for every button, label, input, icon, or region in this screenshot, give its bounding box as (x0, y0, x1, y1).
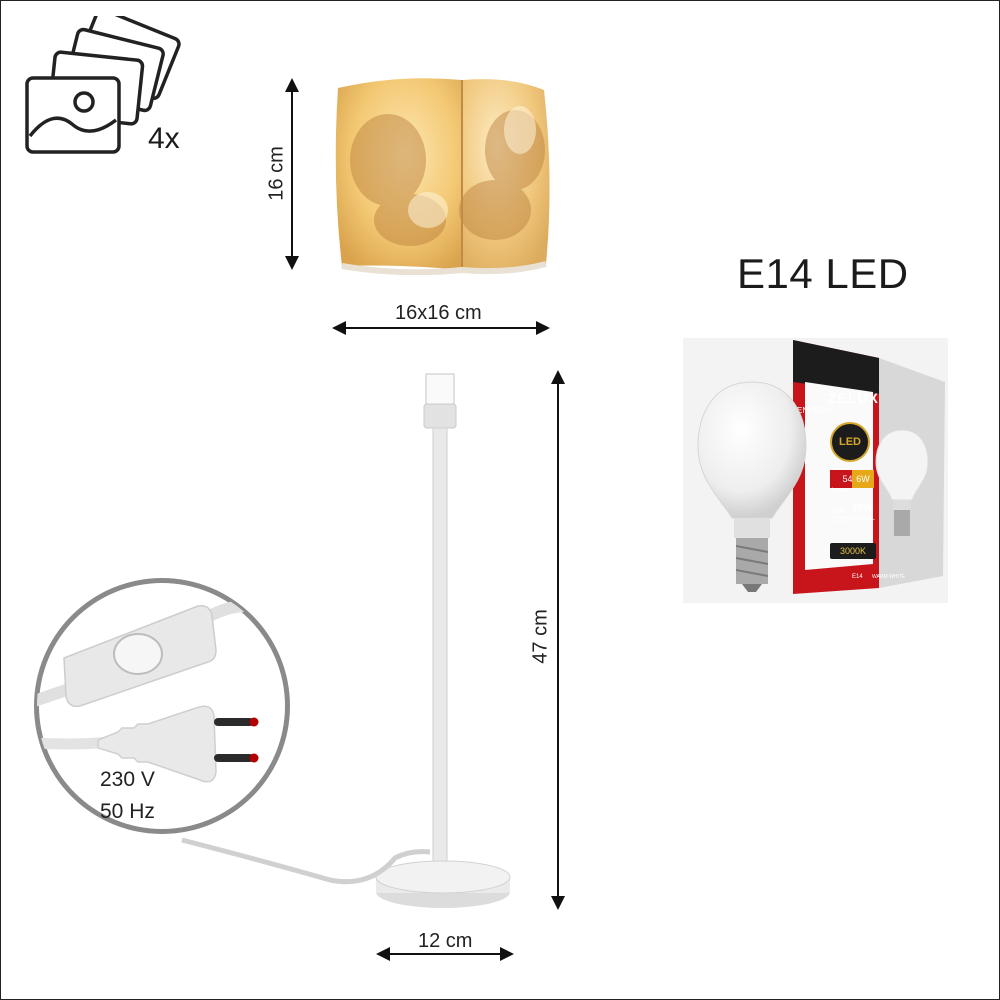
euro-plug-icon (96, 696, 266, 786)
bulb-title: E14 LED (737, 250, 909, 297)
base-width-label: 12 cm (418, 930, 473, 952)
power-cord (180, 830, 440, 900)
normal-text: NORMAL (849, 516, 875, 522)
led-seal-text: LED (839, 436, 861, 448)
kelvin-value: 3000K (839, 546, 867, 556)
led-seal: LED (830, 422, 870, 462)
shade-height-label: 16 cm (265, 146, 288, 201)
watt-led-label: 6W LED (832, 506, 848, 524)
watt-led-value: 6W (832, 506, 844, 515)
inline-switch-icon (58, 598, 218, 708)
equal-watt-label: 40W NORMAL (848, 504, 876, 524)
photo-count: 4x (148, 122, 180, 155)
shade-width-arrow (330, 318, 552, 338)
bulb-brand-logo: ZELUX (828, 390, 879, 406)
tone-text: WARM WHITE (872, 574, 906, 580)
watt-value: 6W (856, 474, 870, 484)
stand-height-label: 47 cm (529, 609, 552, 664)
energy-text: ENERGY (797, 406, 831, 415)
box-bulb-image (872, 428, 932, 548)
stacked-photos-icon (22, 16, 182, 156)
lamp-stand (370, 372, 520, 917)
watt-badge: 6W (852, 470, 874, 488)
stand-height-arrow (546, 368, 570, 912)
photo-lamp-shade (330, 70, 555, 275)
voltage-label: 230 V (100, 768, 155, 791)
shade-height-arrow (280, 76, 304, 272)
watt-led-text: LED (832, 515, 848, 524)
lumen-value: 540 (842, 474, 858, 484)
socket-text: E14 (852, 574, 863, 580)
base-width-arrow (374, 944, 516, 964)
equal-watt-value: 40W (851, 503, 873, 514)
led-bulb-icon (692, 380, 812, 595)
frequency-label: 50 Hz (100, 800, 155, 823)
kelvin-badge: 3000K (830, 543, 876, 559)
lumen-unit: lumen (832, 488, 849, 494)
shade-width-label: 16x16 cm (395, 302, 482, 324)
